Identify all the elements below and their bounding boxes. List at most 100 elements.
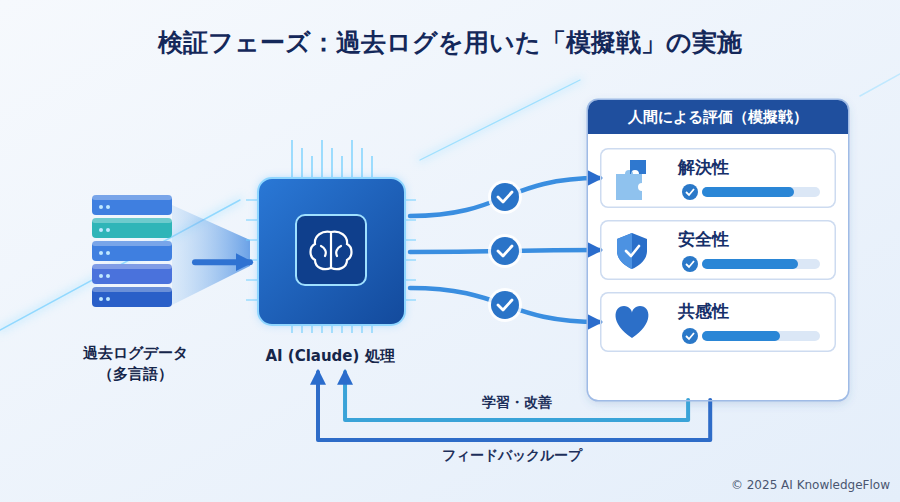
puzzle-icon (630, 160, 646, 174)
heart-icon (616, 306, 649, 338)
check-circle (498, 300, 512, 310)
server-stack-icon (92, 287, 172, 307)
chip-icon (258, 178, 405, 325)
shield-icon (617, 233, 647, 269)
progress-bar (702, 187, 820, 197)
server-stack-icon (106, 274, 110, 278)
brain-icon (331, 232, 352, 270)
flow-arrow (410, 178, 600, 216)
check-circle (488, 180, 522, 214)
check-circle (498, 246, 512, 256)
heart-icon (616, 306, 649, 338)
progress-bar (682, 328, 698, 344)
circuit-traces (246, 219, 258, 220)
circuit-traces (246, 279, 258, 280)
circuit-traces (246, 299, 258, 300)
data-source-node: 過去ログデータ （多言語） (75, 190, 195, 385)
check-circle (491, 237, 519, 265)
shield-icon (626, 246, 639, 256)
progress-bar (702, 259, 798, 269)
server-stack-icon (92, 218, 172, 238)
circuit-traces (291, 325, 293, 333)
circuit-traces (371, 156, 373, 178)
shield-icon (617, 233, 632, 269)
node-label: 安全性 (678, 228, 828, 251)
progress-bar (702, 331, 820, 341)
evaluation-panel: 人間による評価（模擬戦） 解決性安全性共感性 (588, 100, 848, 400)
flow-arrow (195, 259, 250, 265)
shield-icon (617, 233, 647, 269)
circuit-traces (405, 219, 416, 220)
chip-icon (296, 215, 366, 285)
circuit-traces (405, 279, 416, 280)
circuit-traces (405, 299, 416, 300)
card-fill (600, 148, 836, 208)
server-stack-icon (92, 195, 172, 200)
server-stack-icon (106, 205, 110, 209)
data-flow-funnel (172, 205, 250, 305)
criterion-card: 共感性 (600, 292, 836, 352)
circuit-traces (405, 199, 416, 200)
node-label: AI (Claude) 処理 (265, 347, 394, 372)
server-stack-icon (99, 297, 103, 301)
panel-heading: 人間による評価（模擬戦） (588, 100, 848, 134)
progress-bar (682, 328, 820, 344)
progress-bar (702, 331, 780, 341)
circuit-traces (246, 239, 258, 240)
light-streak (420, 80, 580, 160)
diagram-title: 検証フェーズ：過去ログを用いた「模擬戦」の実施 (0, 26, 900, 59)
puzzle-icon (616, 170, 642, 200)
circuit-traces (405, 259, 416, 260)
check-circle (488, 180, 522, 322)
ai-process-node: AI (Claude) 処理 (250, 172, 410, 372)
chip-icon (246, 140, 416, 333)
light-streak (860, 74, 900, 96)
server-stack-icon (92, 264, 172, 284)
flow-arrow (410, 288, 600, 322)
criterion-card: 安全性 (600, 220, 836, 280)
node-label: 解決性 (678, 156, 828, 179)
circuit-traces (321, 325, 323, 333)
brain-icon (311, 232, 352, 270)
chip-icon (258, 178, 405, 325)
circuit-traces (246, 199, 258, 200)
progress-bar (682, 184, 698, 200)
connectors (195, 178, 710, 440)
circuit-traces (405, 239, 416, 240)
check-circle (488, 234, 522, 268)
criterion-card: 解決性 (600, 148, 836, 208)
circuit-traces (311, 156, 313, 178)
circuit-traces (341, 156, 343, 178)
circuit-traces (311, 325, 313, 333)
server-stack-icon (92, 195, 172, 307)
progress-bar (702, 259, 820, 269)
evaluation-panel-fill (588, 100, 848, 400)
circuit-traces (361, 148, 363, 178)
circuit-traces (321, 140, 323, 178)
node-label: 共感性 (678, 300, 828, 323)
progress-bar (682, 256, 820, 272)
circuit-traces (361, 325, 363, 333)
circuit-traces (246, 140, 416, 333)
check-circle (488, 288, 522, 322)
circuit-traces (341, 325, 343, 333)
server-stack-icon (92, 218, 172, 223)
circuit-traces (351, 325, 353, 333)
light-streak (420, 80, 580, 160)
progress-bar (686, 333, 694, 339)
server-stack-icon (92, 264, 172, 269)
circuit-traces (331, 148, 333, 178)
evaluation-panel-fill (588, 100, 848, 400)
card-fill (600, 148, 836, 352)
node-label: 過去ログデータ （多言語） (79, 343, 191, 385)
server-stack-icon (92, 241, 172, 246)
puzzle-icon (616, 160, 646, 200)
server-stack-icon (99, 274, 103, 278)
server-stack-icon (99, 205, 103, 209)
progress-bar (686, 261, 694, 267)
copyright-note: © 2025 AI KnowledgeFlow (731, 478, 890, 492)
